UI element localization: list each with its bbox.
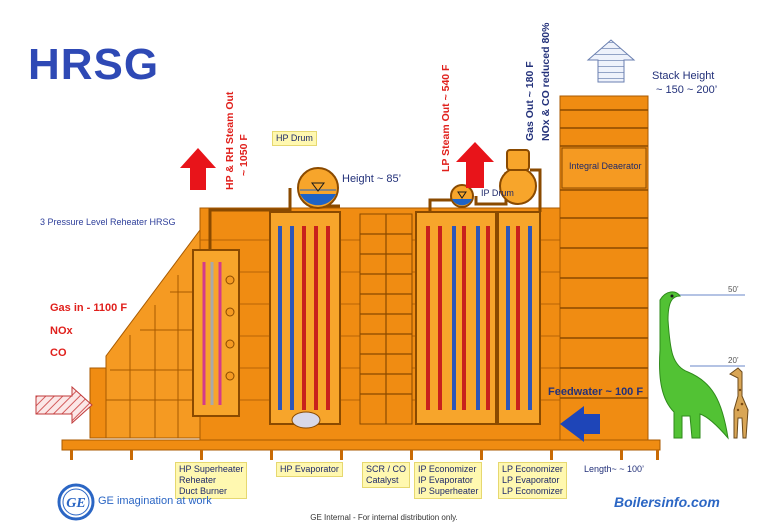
stack-height-value: ~ 150 ~ 200’	[656, 84, 718, 96]
base-rail	[61, 439, 661, 451]
ge-tagline: GE imagination at work	[98, 495, 212, 507]
hp-rh-steam-temp-label: ~ 1050 F	[238, 134, 250, 176]
feedwater-label: Feedwater ~ 100 F	[548, 386, 644, 398]
scale-marks	[675, 294, 745, 367]
integral-deaerator-label: Integral Deaerator	[569, 161, 642, 171]
stack	[559, 95, 649, 441]
co-label: CO	[50, 347, 67, 359]
footer-note: GE Internal - For internal distribution …	[310, 513, 458, 522]
hp-drum	[297, 167, 339, 209]
diagram-subtitle: 3 Pressure Level Reheater HRSG	[40, 217, 176, 227]
hp-steam-out-arrow	[180, 148, 216, 190]
height-label: Height ~ 85’	[342, 173, 402, 185]
ge-logo-text: GE	[66, 496, 85, 511]
feedwater-arrow	[560, 406, 600, 442]
ip-drum	[450, 184, 474, 208]
gas-in-label: Gas in - 1100 F	[50, 302, 128, 314]
hp-rh-steam-out-label: HP & RH Steam Out	[224, 91, 236, 190]
gas-out-label: Gas Out ~ 180 F	[524, 61, 536, 141]
nox-label: NOx	[50, 325, 73, 337]
ip-drum-label: IP Drum	[481, 188, 514, 198]
base-legs	[70, 450, 659, 460]
lp-drum-deaerator	[499, 149, 537, 205]
website-link[interactable]: Boilersinfo.com	[614, 494, 720, 510]
lp-module	[497, 211, 541, 425]
page-title: HRSG	[28, 40, 160, 89]
scale-50-label: 50’	[728, 285, 739, 294]
inlet-duct	[89, 228, 201, 439]
hp-drum-label: HP Drum	[272, 131, 317, 146]
scr-co-catalyst	[359, 213, 413, 425]
lp-steam-out-arrow	[456, 142, 494, 188]
gas-inlet-arrow	[35, 385, 93, 425]
hp-superheater-module	[192, 249, 240, 417]
stack-outlet-arrow	[586, 39, 636, 83]
length-label: Length~ ~ 100’	[584, 464, 645, 474]
hp-evaporator-module	[269, 211, 341, 429]
nox-reduced-label: NOx & CO reduced 80%	[540, 22, 552, 141]
ge-logo	[57, 483, 95, 521]
scale-20-label: 20’	[728, 356, 739, 365]
section-label-hp-evaporator: HP Evaporator	[276, 462, 343, 477]
giraffe-illustration	[729, 367, 749, 439]
ip-module	[415, 211, 497, 425]
stack-height-label: Stack Height	[652, 70, 715, 82]
dinosaur-illustration	[659, 291, 729, 440]
lp-steam-out-label: LP Steam Out ~ 540 F	[440, 64, 452, 172]
